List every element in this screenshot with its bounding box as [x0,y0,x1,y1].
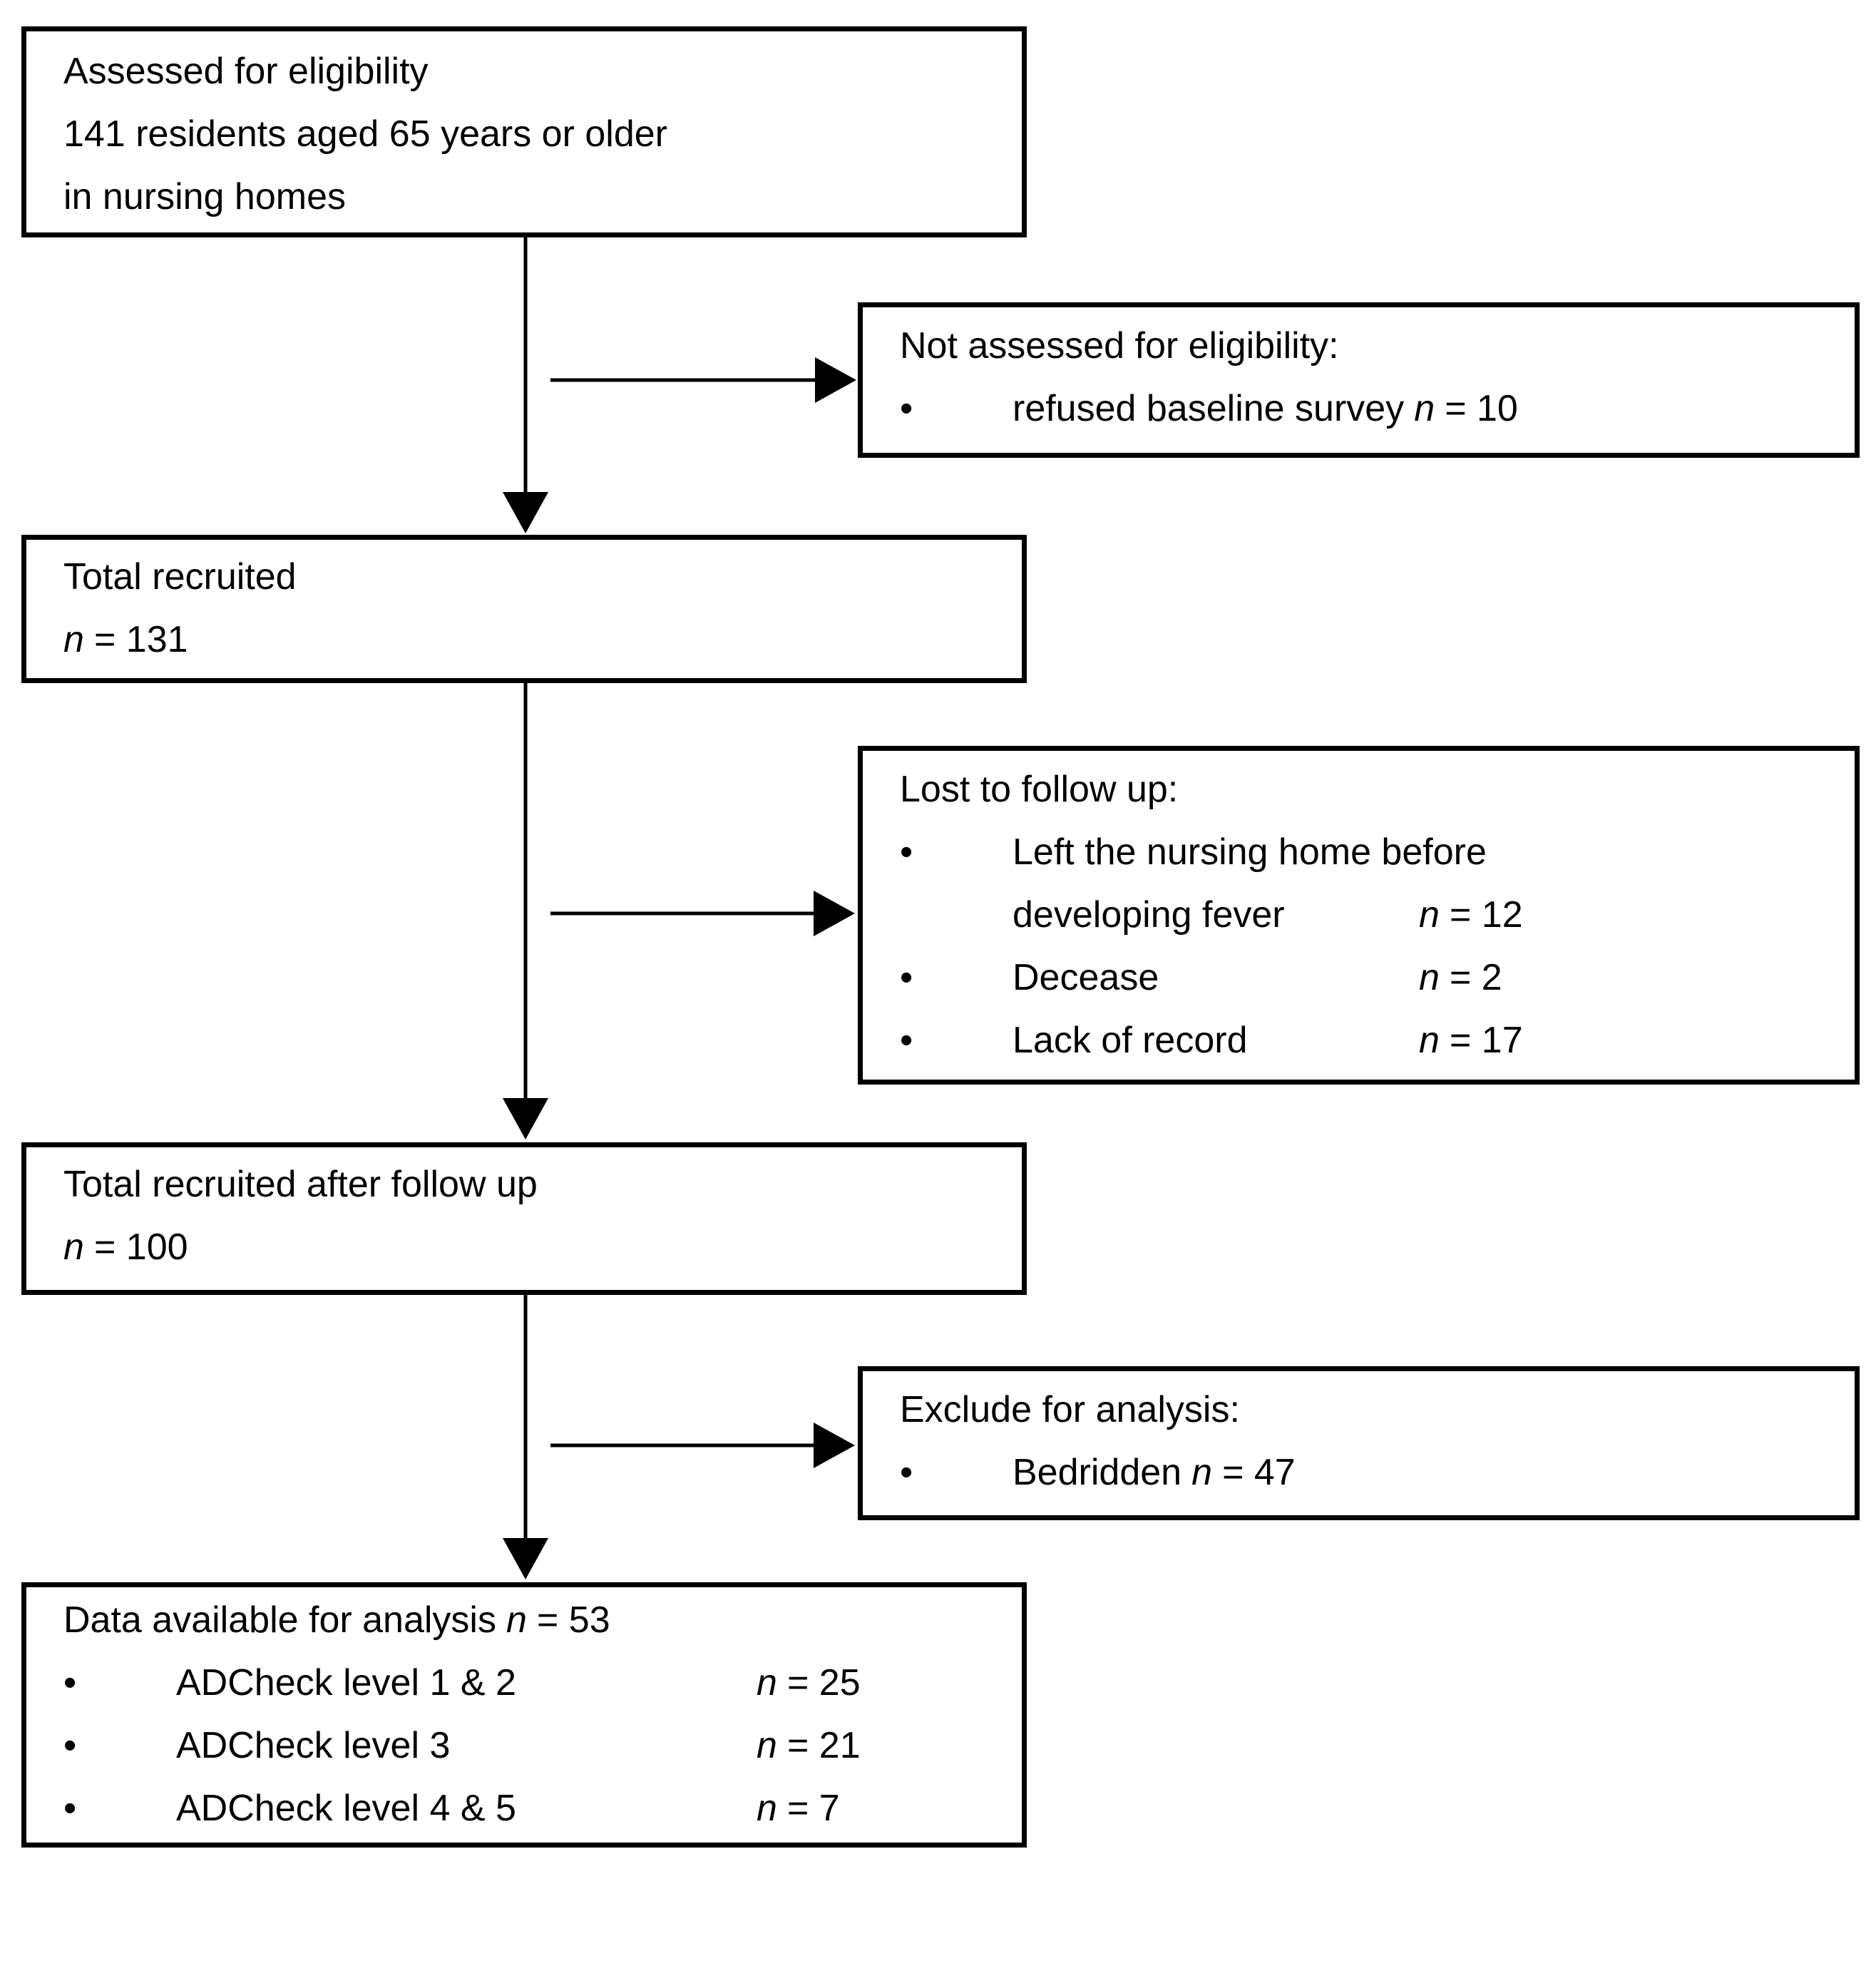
data-item-1: • ADCheck level 1 & 2 n= 25 [26,1651,1022,1714]
data-item-3-label: ADCheck level 4 & 5 [176,1788,516,1829]
n-symbol: n [1414,388,1435,429]
arrow-to-lost-followup [550,891,855,936]
exclude-title: Exclude for analysis: [900,1389,1240,1430]
assessed-line-2: 141 residents aged 65 years or older [63,113,667,155]
after-followup-count: n= 100 [26,1216,1022,1279]
arrow-to-not-assessed [550,357,856,403]
bullet-icon: • [63,1788,77,1829]
lost-item-1-line-1: • Left the nursing home before [863,821,1855,883]
box-lost-to-follow-up: Lost to follow up: • Left the nursing ho… [858,746,1860,1085]
box-total-recruited: Total recruited n= 131 [21,535,1027,683]
bullet-icon: • [900,831,913,873]
data-item-3: • ADCheck level 4 & 5 n= 7 [26,1777,1022,1840]
arrow-after-followup-to-data [503,1295,548,1579]
lost-item-2: • Decease n= 2 [863,946,1855,1009]
n-symbol: n [1191,1452,1213,1493]
lost-item-3-label: Lack of record [1013,1020,1248,1061]
after-followup-value: = 100 [93,1226,188,1268]
lost-item-1-label-line-2: developing fever [1013,894,1285,936]
data-available-title: Data available for analysis [63,1599,496,1641]
n-symbol: n [506,1599,527,1641]
lost-title: Lost to follow up: [900,769,1179,810]
arrow-assessed-to-recruited [503,237,548,533]
box-not-assessed: Not assessed for eligibility: • refused … [858,302,1860,458]
lost-item-2-label: Decease [1013,957,1159,998]
data-item-2-label: ADCheck level 3 [176,1725,451,1766]
n-symbol: n [1419,957,1440,998]
arrow-recruited-to-after-followup [503,683,548,1139]
lost-item-1-label-line-1: Left the nursing home before [1013,831,1487,873]
lost-item-1-line-2: developing fever n= 12 [863,883,1855,946]
lost-item-2-value: = 2 [1449,957,1502,998]
bullet-icon: • [900,957,913,998]
bullet-icon: • [63,1662,77,1703]
box-assessed-for-eligibility: Assessed for eligibility 141 residents a… [21,26,1027,237]
assessed-line-1: Assessed for eligibility [63,51,429,92]
n-symbol: n [1419,894,1440,936]
data-item-2: • ADCheck level 3 n= 21 [26,1714,1022,1777]
assessed-line-3: in nursing homes [63,176,346,217]
box-total-recruited-after-follow-up: Total recruited after follow up n= 100 [21,1142,1027,1295]
bullet-icon: • [63,1725,77,1766]
total-recruited-count: n= 131 [26,608,1022,671]
bullet-icon: • [900,1452,913,1493]
not-assessed-title: Not assessed for eligibility: [900,325,1339,367]
data-item-3-value: = 7 [786,1788,840,1829]
n-symbol: n [757,1725,777,1766]
total-recruited-title: Total recruited [63,556,297,598]
n-symbol: n [63,1226,84,1268]
data-item-1-label: ADCheck level 1 & 2 [176,1662,516,1703]
lost-item-3-value: = 17 [1449,1020,1523,1061]
n-symbol: n [757,1662,777,1703]
lost-item-1-value: = 12 [1449,894,1523,936]
data-item-1-value: = 25 [786,1662,861,1703]
exclude-item-value: = 47 [1222,1452,1296,1493]
total-recruited-value: = 131 [93,619,188,660]
bullet-icon: • [900,1020,913,1061]
data-item-2-value: = 21 [786,1725,861,1766]
not-assessed-item-label: refused baseline survey [1013,388,1405,429]
bullet-icon: • [900,388,913,429]
n-symbol: n [757,1788,777,1829]
n-symbol: n [1419,1020,1440,1061]
data-available-total: = 53 [536,1599,610,1641]
after-followup-title: Total recruited after follow up [63,1164,538,1205]
exclude-item-label: Bedridden [1013,1452,1182,1493]
arrow-to-exclude [550,1423,855,1468]
lost-item-3: • Lack of record n= 17 [863,1009,1855,1072]
n-symbol: n [63,619,84,660]
not-assessed-item-value: = 10 [1445,388,1518,429]
